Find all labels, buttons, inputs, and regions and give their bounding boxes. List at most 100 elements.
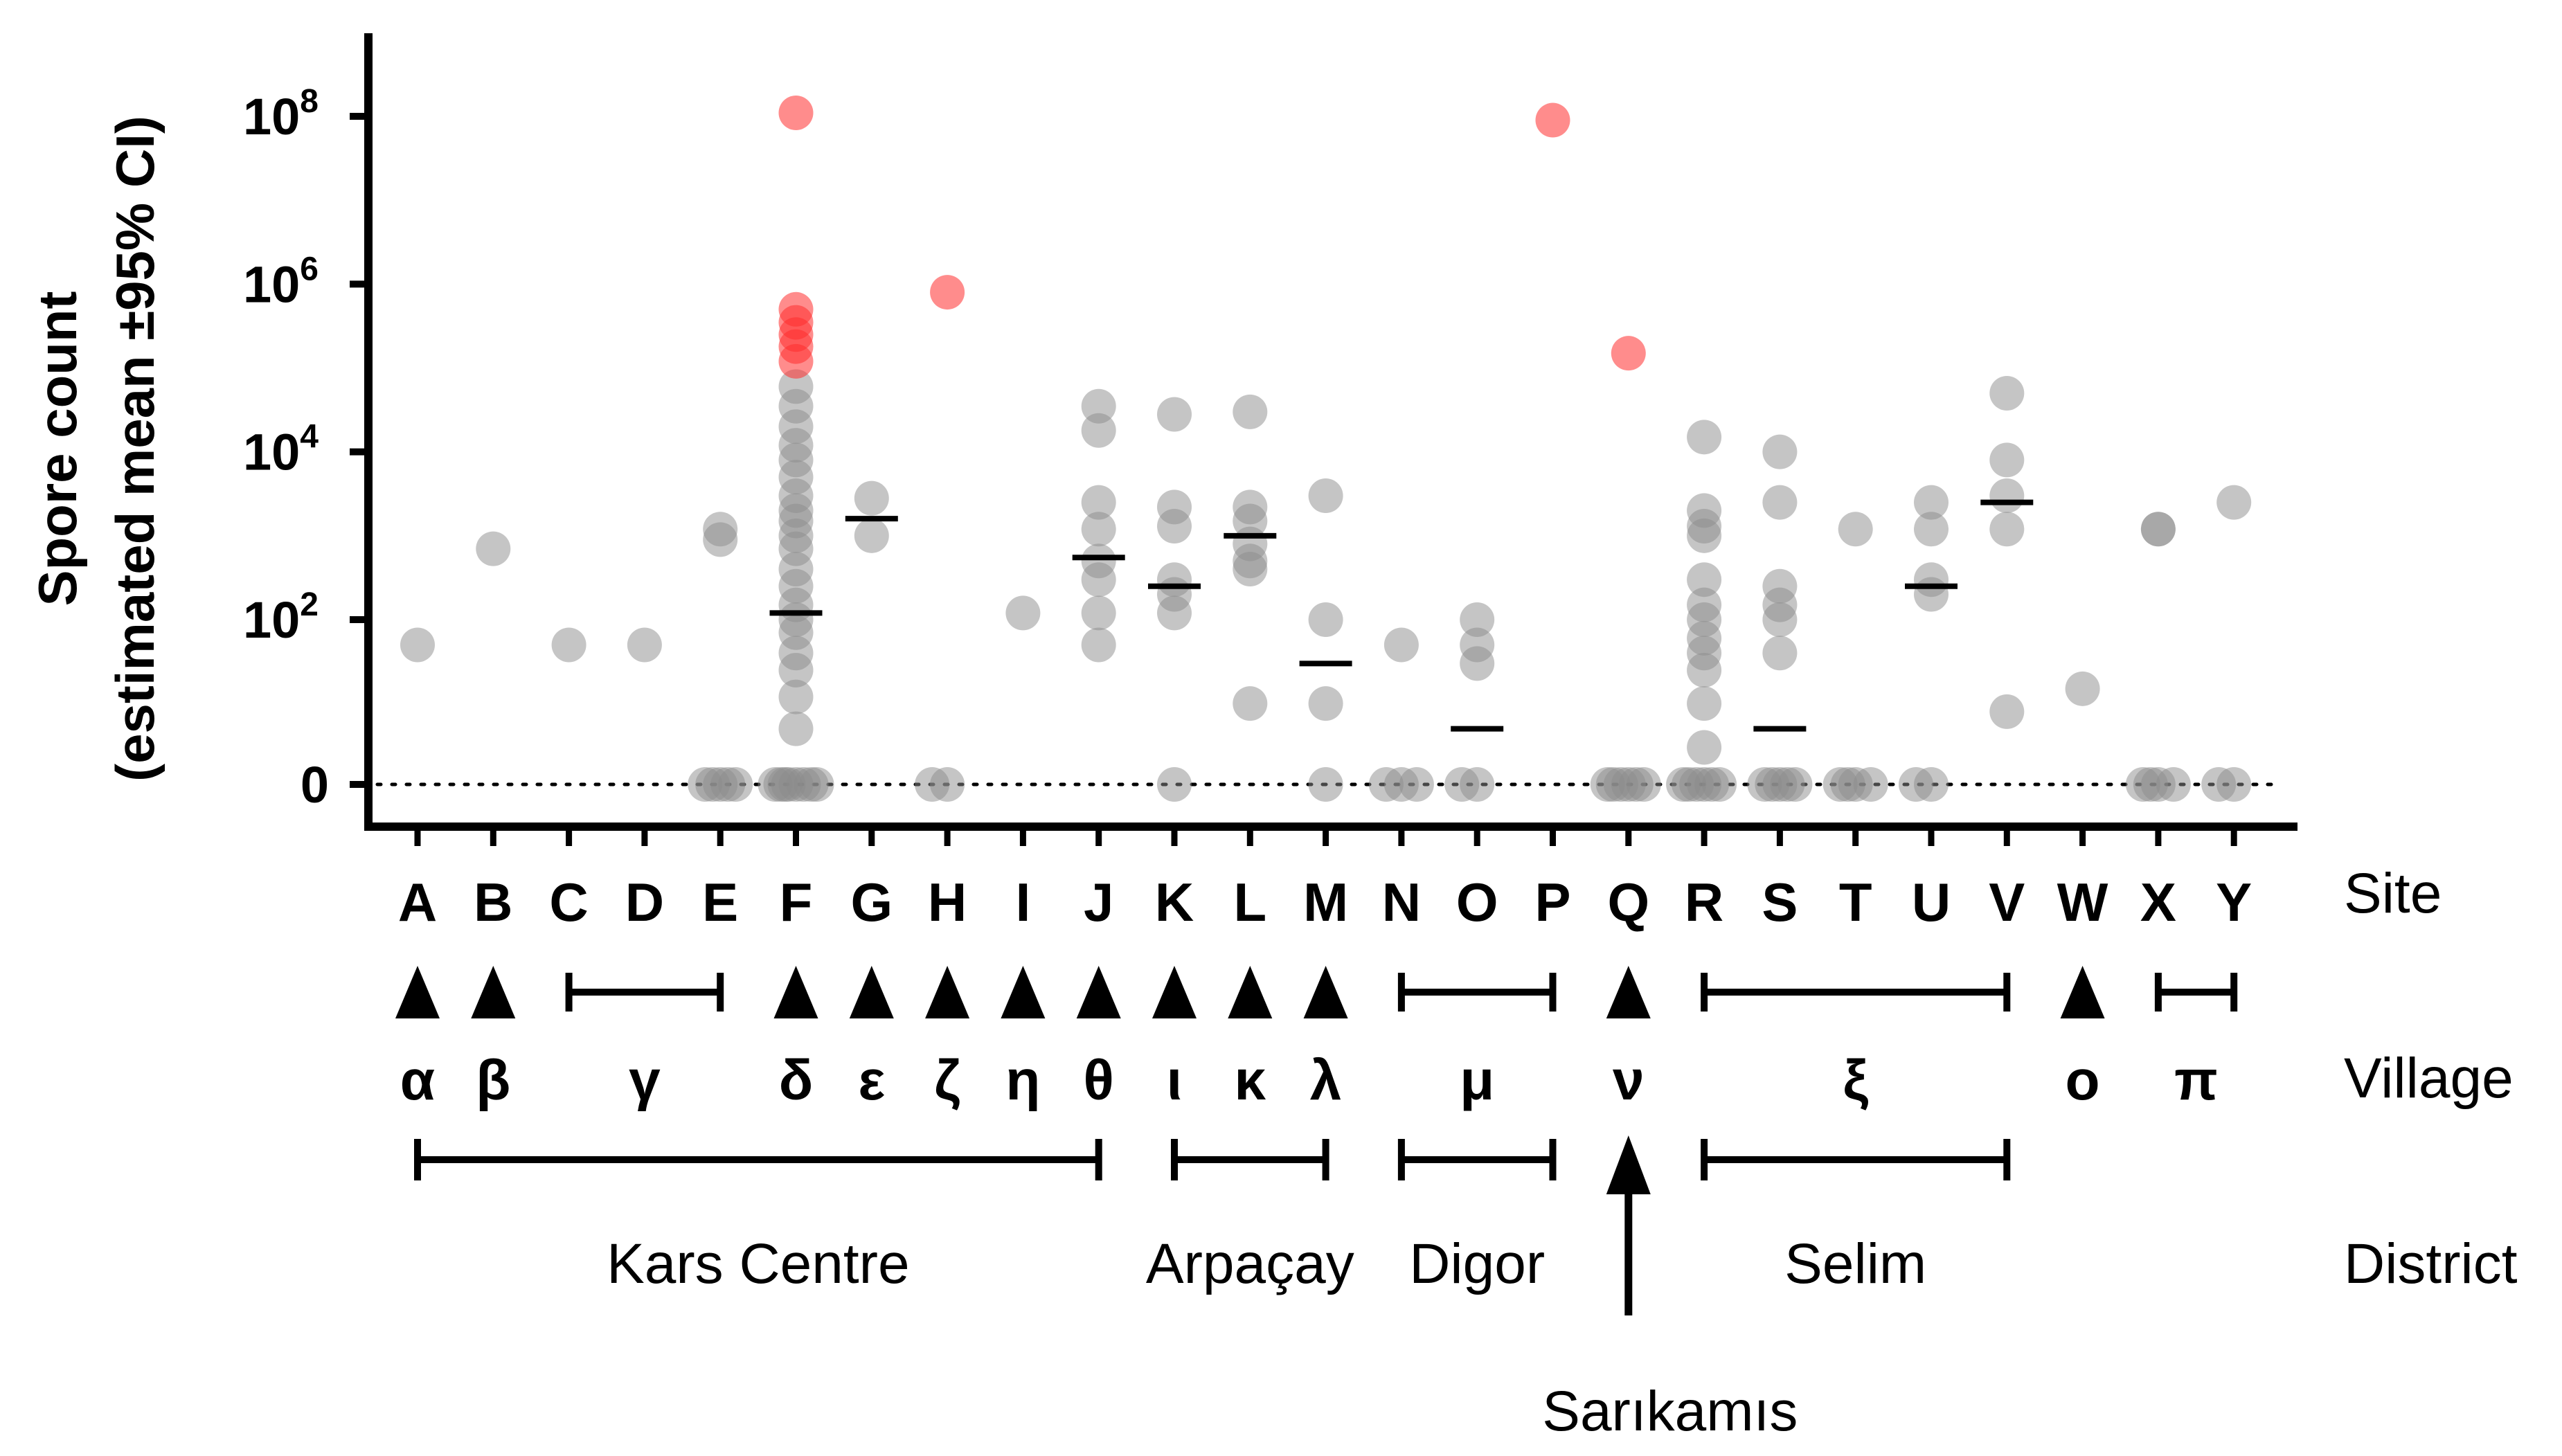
site-label: K bbox=[1155, 872, 1194, 933]
district-label: Arpaçay bbox=[1146, 1232, 1354, 1295]
data-point bbox=[1081, 512, 1116, 547]
data-point bbox=[1157, 767, 1192, 802]
data-point bbox=[1899, 767, 1933, 802]
data-point bbox=[1308, 602, 1343, 637]
data-point bbox=[1399, 767, 1434, 802]
district-label: Selim bbox=[1784, 1232, 1926, 1295]
site-label: I bbox=[1016, 872, 1031, 933]
site-series-F bbox=[758, 95, 834, 802]
site-label: A bbox=[398, 872, 437, 933]
y-axis-title: Spore count (estimated mean ±95% CI) bbox=[27, 116, 165, 782]
village-label: ο bbox=[2066, 1049, 2100, 1112]
data-point bbox=[2201, 767, 2237, 802]
data-point bbox=[1005, 595, 1041, 631]
y-axis-title-line2: (estimated mean ±95% CI) bbox=[105, 116, 165, 782]
site-label: O bbox=[1456, 872, 1498, 933]
district-bracket bbox=[1701, 1139, 2011, 1180]
y-tick-base: 10 bbox=[243, 88, 300, 145]
site-label: N bbox=[1382, 872, 1421, 933]
data-point bbox=[400, 627, 435, 663]
village-marker-triangle bbox=[1303, 966, 1348, 1018]
data-point bbox=[1687, 686, 1722, 721]
data-point bbox=[778, 679, 814, 714]
x-axis-ticks bbox=[414, 827, 2237, 846]
data-point bbox=[2140, 512, 2176, 547]
site-series-C bbox=[551, 627, 586, 663]
village-label: ξ bbox=[1843, 1049, 1868, 1112]
data-point bbox=[1157, 595, 1192, 631]
site-series-K bbox=[1148, 397, 1201, 802]
district-arrow bbox=[1606, 1135, 1651, 1315]
data-point bbox=[1694, 767, 1730, 802]
data-point bbox=[1081, 562, 1116, 597]
highlight-point bbox=[930, 275, 965, 310]
data-point bbox=[2216, 485, 2252, 520]
y-tick-exponent: 8 bbox=[300, 83, 319, 120]
village-label: λ bbox=[1310, 1049, 1342, 1112]
data-point bbox=[2133, 767, 2168, 802]
data-point bbox=[1308, 767, 1343, 802]
village-marker-triangle bbox=[1076, 966, 1121, 1018]
data-point bbox=[1687, 730, 1722, 765]
site-row-label: Site bbox=[2344, 862, 2442, 925]
data-point bbox=[1914, 485, 1949, 520]
data-point bbox=[778, 369, 814, 404]
district-label: Sarıkamıs bbox=[1542, 1380, 1798, 1443]
data-point bbox=[1687, 562, 1722, 597]
y-tick-base: 10 bbox=[243, 591, 300, 649]
site-series-P bbox=[1535, 102, 1570, 138]
district-bracket bbox=[1397, 1139, 1557, 1180]
village-label: η bbox=[1005, 1049, 1040, 1112]
site-series-H bbox=[915, 275, 965, 802]
plot-area bbox=[375, 95, 2280, 802]
site-label: C bbox=[549, 872, 588, 933]
data-point bbox=[1157, 509, 1192, 544]
y-tick-label: 108 bbox=[243, 83, 319, 145]
data-point bbox=[1914, 577, 1949, 612]
data-point bbox=[1233, 686, 1268, 721]
village-label: ι bbox=[1167, 1049, 1183, 1112]
data-point bbox=[1687, 652, 1722, 687]
site-label: U bbox=[1912, 872, 1951, 933]
data-point bbox=[2065, 671, 2100, 706]
site-series-S bbox=[1747, 434, 1813, 802]
data-point bbox=[1460, 646, 1495, 681]
village-label: ζ bbox=[934, 1049, 960, 1112]
data-point bbox=[1762, 636, 1798, 671]
data-point bbox=[915, 767, 950, 802]
village-bracket bbox=[1701, 973, 2011, 1012]
data-point bbox=[1233, 552, 1268, 587]
y-axis-title-line1: Spore count bbox=[27, 291, 88, 606]
site-series-E bbox=[688, 512, 753, 802]
data-point bbox=[1618, 767, 1654, 802]
site-series-I bbox=[1005, 595, 1041, 631]
site-series-D bbox=[627, 627, 662, 663]
site-label: Q bbox=[1607, 872, 1649, 933]
data-point bbox=[1444, 767, 1480, 802]
village-marker-triangle bbox=[773, 966, 818, 1018]
site-label: X bbox=[2140, 872, 2176, 933]
site-label: P bbox=[1534, 872, 1570, 933]
site-series-Q bbox=[1590, 336, 1661, 802]
data-point bbox=[1838, 512, 1873, 547]
village-bracket bbox=[1397, 973, 1557, 1012]
site-series-O bbox=[1444, 602, 1504, 802]
site-series-N bbox=[1368, 627, 1434, 802]
district-label: Kars Centre bbox=[607, 1232, 910, 1295]
highlight-point bbox=[778, 95, 814, 130]
data-point bbox=[1590, 767, 1625, 802]
data-point bbox=[799, 767, 834, 802]
data-point bbox=[1081, 627, 1116, 663]
data-point bbox=[1770, 767, 1805, 802]
village-marker-triangle bbox=[395, 966, 440, 1018]
site-label: F bbox=[780, 872, 813, 933]
site-label: Y bbox=[2216, 872, 2252, 933]
y-tick-exponent: 6 bbox=[300, 251, 319, 287]
village-marker-triangle bbox=[1228, 966, 1273, 1018]
data-point bbox=[1687, 518, 1722, 553]
data-point bbox=[1081, 485, 1116, 520]
